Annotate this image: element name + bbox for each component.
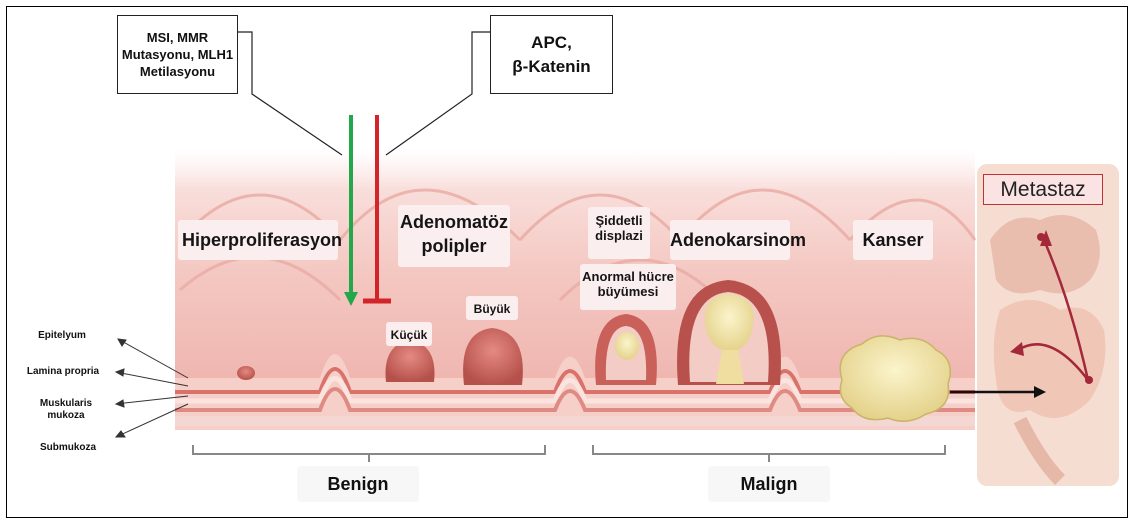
- metastasis-title: Metastaz: [983, 174, 1103, 205]
- stage-dysplasia-line-2: displazi: [588, 228, 650, 243]
- stage-adenocarcinoma: Adenokarsinom: [670, 230, 790, 251]
- layer-epithelium-label: Epitelyum: [12, 330, 112, 342]
- stage-severe-dysplasia: Şiddetli displazi: [588, 213, 650, 243]
- stage-adenoma-line-1: Adenomatöz: [398, 210, 510, 234]
- metastasis-panel: [977, 164, 1119, 486]
- tiny-polyp: [237, 366, 255, 380]
- abnormal-line-1: Anormal hücre: [580, 269, 676, 284]
- box-left-line-1: MSI, MMR: [122, 29, 233, 46]
- benign-brace: [193, 445, 545, 454]
- stage-cancer: Kanser: [853, 230, 933, 251]
- stage-dysplasia-line-1: Şiddetli: [588, 213, 650, 228]
- box-left-line-3: Metilasyonu: [122, 63, 233, 80]
- layer-submucosa-label: Submukoza: [18, 442, 118, 454]
- benign-label: Benign: [297, 474, 419, 495]
- polyp-large-label: Büyük: [466, 302, 518, 317]
- box-right-line-1: APC,: [512, 31, 590, 55]
- stage-adenomatous-polyps: Adenomatöz polipler: [398, 210, 510, 258]
- abnormal-line-2: büyümesi: [580, 284, 676, 299]
- apc-catenin-box: APC, β-Katenin: [490, 15, 613, 94]
- left-leader-line: [238, 32, 342, 155]
- polyp-small-label: Küçük: [386, 328, 432, 343]
- stage-adenoma-line-2: polipler: [398, 234, 510, 258]
- box-right-line-2: β-Katenin: [512, 55, 590, 79]
- abnormal-growth-label: Anormal hücre büyümesi: [580, 269, 676, 299]
- right-leader-line: [386, 32, 490, 155]
- malign-label: Malign: [708, 474, 830, 495]
- muscularis-line-1: Muskularis: [16, 398, 116, 410]
- box-left-line-2: Mutasyonu, MLH1: [122, 46, 233, 63]
- cancer-mass: [840, 336, 950, 421]
- muscularis-line-2: mukoza: [16, 410, 116, 422]
- malign-brace: [593, 445, 945, 454]
- layer-muscularis-label: Muskularis mukoza: [16, 398, 116, 422]
- genetic-instability-box: MSI, MMR Mutasyonu, MLH1 Metilasyonu: [117, 15, 238, 94]
- layer-lamina-propria-label: Lamina propria: [8, 366, 118, 378]
- stage-hyperproliferation: Hiperproliferasyon: [182, 230, 334, 251]
